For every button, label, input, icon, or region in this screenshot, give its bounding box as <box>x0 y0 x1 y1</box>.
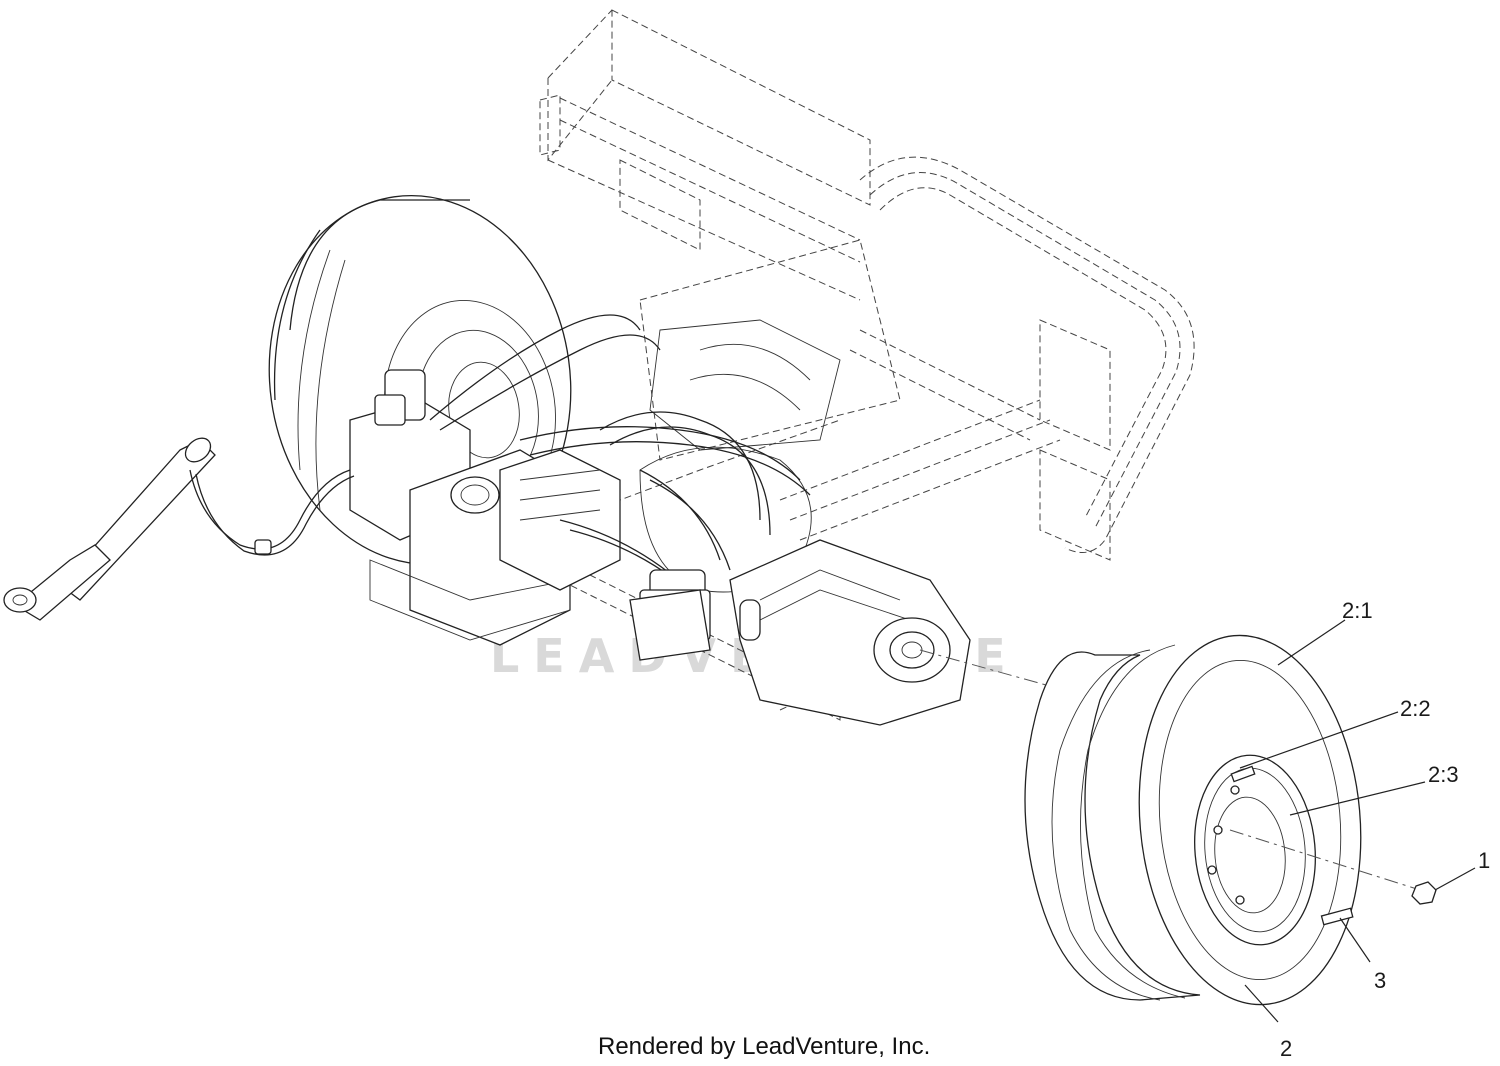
callout-2: 2 <box>1280 1036 1292 1061</box>
footer-credit: Rendered by LeadVenture, Inc. <box>598 1033 930 1060</box>
callout-2-2: 2:2 <box>1400 696 1431 721</box>
callout-3: 3 <box>1374 968 1386 993</box>
callout-2-1: 2:1 <box>1342 598 1373 623</box>
transaxle-assembly <box>349 314 1101 726</box>
right-rear-wheel-assembly <box>1024 634 1421 1006</box>
callout-1: 1 <box>1478 848 1490 873</box>
decal <box>1320 907 1354 926</box>
linkage-rod <box>3 437 355 621</box>
lug-nut <box>1411 881 1437 905</box>
callout-leaders <box>1239 619 1476 1023</box>
callout-2-3: 2:3 <box>1428 762 1459 787</box>
